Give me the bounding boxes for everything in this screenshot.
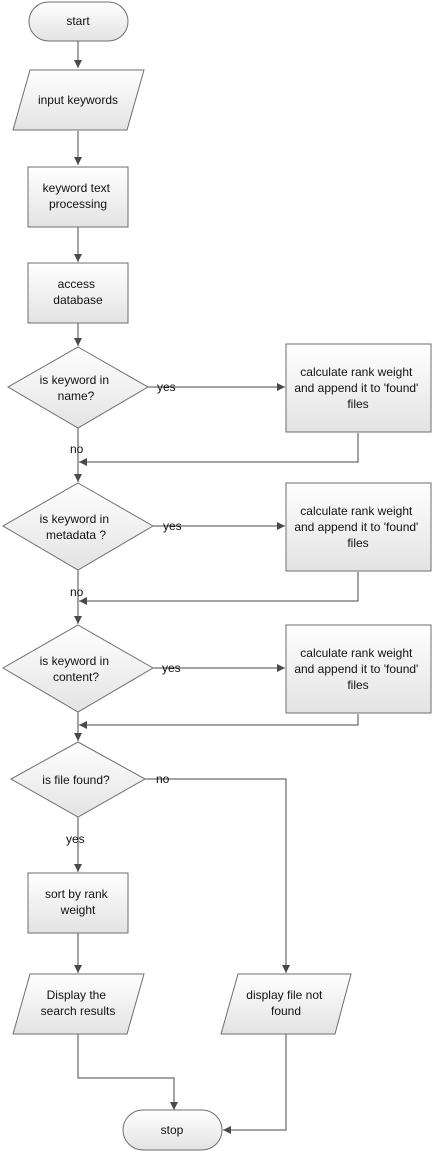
start-label: start xyxy=(66,14,90,28)
edge-found-no xyxy=(145,778,290,973)
content-decision-node: is keyword in content? xyxy=(2,624,154,713)
label-content-yes: yes xyxy=(162,661,181,675)
rank-weight-2-line-2: and append it to 'found' xyxy=(294,520,418,534)
display-not-found-node: display file not found xyxy=(220,973,352,1035)
label-meta-yes: yes xyxy=(163,519,182,533)
input-keywords-label: input keywords xyxy=(38,93,118,107)
content-decision-line-2: content? xyxy=(53,670,99,684)
rank-weight-3-line-3: files xyxy=(347,678,368,692)
svg-text:Display the search res: Display the search results xyxy=(41,988,116,1018)
display-not-found-line-2: found xyxy=(271,1004,301,1018)
svg-text:calculate rank weight: calculate rank weight and append it to '… xyxy=(294,504,421,550)
svg-text:is keyword in metadata: is keyword in metadata ? xyxy=(40,512,113,542)
text-processing-line-2: processing xyxy=(49,197,107,211)
access-database-line-1: access xyxy=(58,277,95,291)
text-processing-line-1: keyword text xyxy=(43,181,111,195)
access-database-line-2: database xyxy=(53,293,103,307)
svg-text:calculate rank weight: calculate rank weight and append it to '… xyxy=(294,646,421,692)
label-found-yes: yes xyxy=(66,832,85,846)
rank-weight-3-line-2: and append it to 'found' xyxy=(294,662,418,676)
svg-text:sort by rank weight: sort by rank weight xyxy=(45,887,111,917)
svg-text:keyword text processin: keyword text processing xyxy=(43,181,114,211)
display-results-line-1: Display the xyxy=(47,988,107,1002)
edge-rank2-return xyxy=(79,572,359,605)
label-name-yes: yes xyxy=(157,380,176,394)
metadata-decision-line-2: metadata ? xyxy=(46,528,106,542)
svg-text:calculate rank weight: calculate rank weight and append it to '… xyxy=(294,365,421,411)
edge-rank1-return xyxy=(79,433,359,466)
access-database-node: access database xyxy=(27,262,129,324)
content-decision-line-1: is keyword in xyxy=(40,654,109,668)
rank-weight-3-line-1: calculate rank weight xyxy=(300,646,413,660)
metadata-decision-node: is keyword in metadata ? xyxy=(2,482,154,571)
text-processing-node: keyword text processing xyxy=(27,166,129,228)
metadata-decision-line-1: is keyword in xyxy=(40,512,109,526)
stop-label: stop xyxy=(161,1123,184,1137)
stop-node: stop xyxy=(122,1109,223,1151)
label-name-no: no xyxy=(70,442,84,456)
display-results-line-2: search results xyxy=(41,1004,116,1018)
rank-weight-2-line-3: files xyxy=(347,536,368,550)
file-found-decision-node: is file found? xyxy=(9,741,147,818)
rank-weight-node-3: calculate rank weight and append it to '… xyxy=(285,624,432,714)
name-decision-line-1: is keyword in xyxy=(40,373,109,387)
sort-node: sort by rank weight xyxy=(27,872,129,934)
sort-line-1: sort by rank xyxy=(45,887,109,901)
rank-weight-node-2: calculate rank weight and append it to '… xyxy=(285,482,432,572)
rank-weight-1-line-3: files xyxy=(347,397,368,411)
svg-text:is keyword in name?: is keyword in name? xyxy=(40,373,113,403)
display-results-node: Display the search results xyxy=(12,973,145,1035)
display-not-found-line-1: display file not xyxy=(246,988,323,1002)
svg-text:display file not found: display file not found xyxy=(246,988,325,1018)
nodes: start input keywords keyword text proces… xyxy=(2,1,432,1151)
edges xyxy=(74,41,359,1134)
svg-text:is keyword in content?: is keyword in content? xyxy=(40,654,113,684)
rank-weight-node-1: calculate rank weight and append it to '… xyxy=(285,343,432,433)
svg-text:access database: access database xyxy=(53,277,103,307)
sort-line-2: weight xyxy=(60,903,96,917)
rank-weight-2-line-1: calculate rank weight xyxy=(300,504,413,518)
label-meta-no: no xyxy=(70,585,84,599)
rank-weight-1-line-2: and append it to 'found' xyxy=(294,381,418,395)
edge-labels: yes no yes no yes no yes xyxy=(66,380,182,846)
label-found-no: no xyxy=(156,772,170,786)
edge-notfound-to-stop xyxy=(223,1034,287,1134)
file-found-decision-label: is file found? xyxy=(42,773,110,787)
start-node: start xyxy=(28,1,129,42)
name-decision-node: is keyword in name? xyxy=(7,346,149,429)
input-keywords-node: input keywords xyxy=(12,69,145,131)
rank-weight-1-line-1: calculate rank weight xyxy=(300,365,413,379)
edge-rank3-return xyxy=(79,714,359,729)
edge-display-to-stop xyxy=(77,1034,178,1110)
name-decision-line-2: name? xyxy=(58,389,95,403)
